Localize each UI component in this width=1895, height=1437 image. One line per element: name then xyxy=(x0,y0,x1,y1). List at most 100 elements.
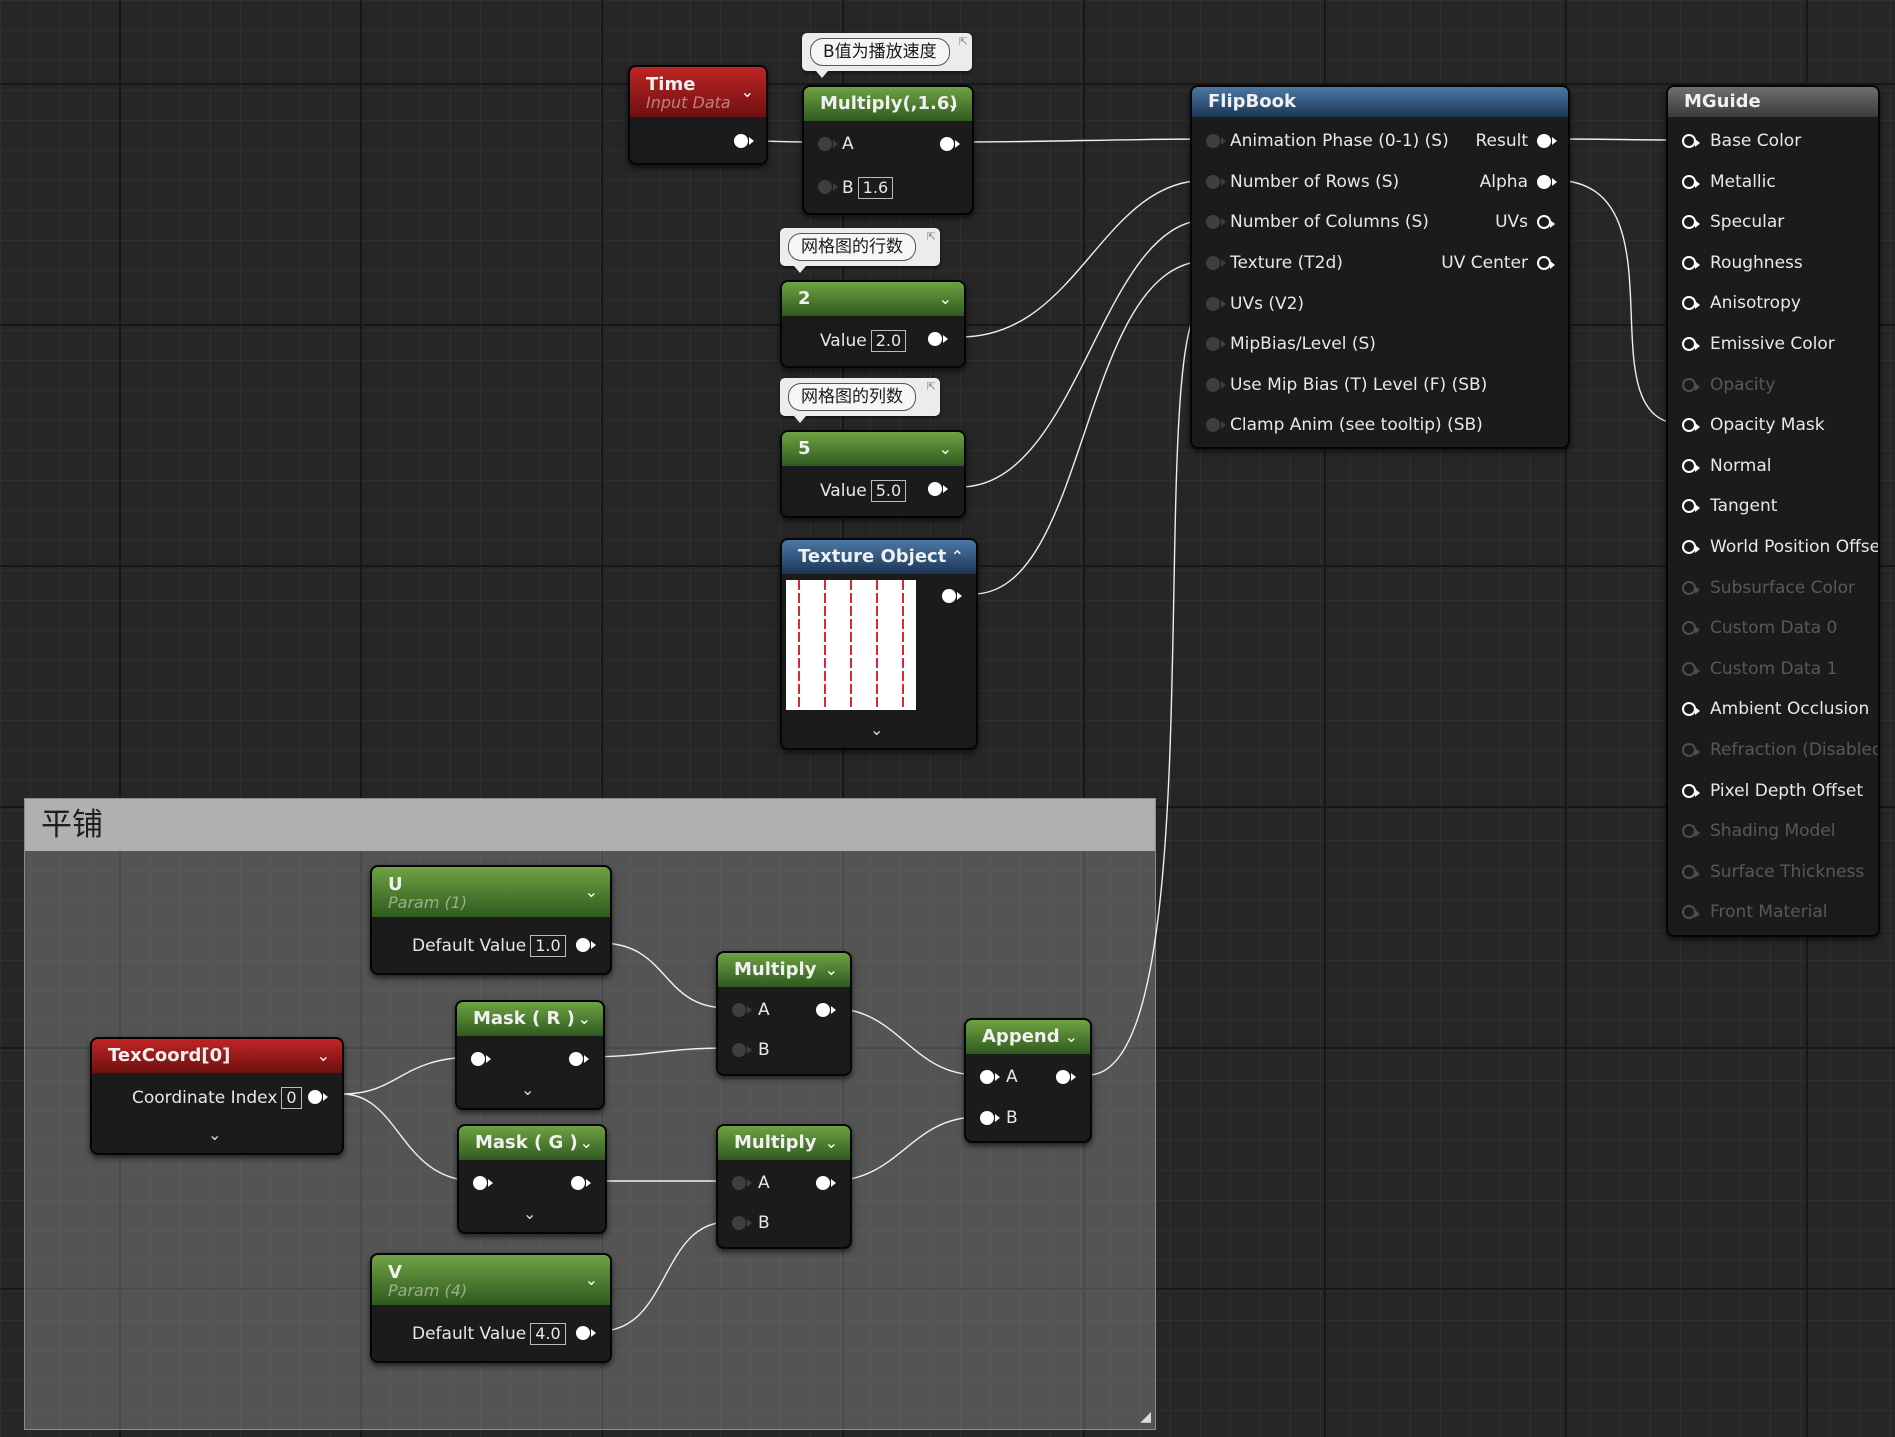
input-pin-usemipbias[interactable] xyxy=(1206,378,1226,392)
node-header[interactable]: Append ⌄ xyxy=(966,1020,1090,1054)
pin-icon[interactable]: ⇱ xyxy=(926,380,936,393)
node-header[interactable]: Multiply(,1.6) ⌄ xyxy=(804,87,972,121)
node-header[interactable]: FlipBook xyxy=(1192,87,1568,117)
output-pin-alpha[interactable] xyxy=(1537,175,1557,189)
material-input-pin[interactable] xyxy=(1682,864,1700,879)
output-pin[interactable] xyxy=(816,1176,836,1190)
node-mask-g[interactable]: Mask ( G ) ⌄ ⌄ xyxy=(457,1124,607,1234)
chevron-down-icon[interactable]: ⌄ xyxy=(316,1046,330,1065)
node-header[interactable]: Time Input Data ⌄ xyxy=(630,67,766,117)
node-flipbook[interactable]: FlipBook Animation Phase (0-1) (S) Numbe… xyxy=(1190,85,1570,449)
input-pin-uvs[interactable] xyxy=(1206,297,1226,311)
pin-icon[interactable]: ⇱ xyxy=(958,35,968,48)
input-pin-b[interactable] xyxy=(818,180,838,194)
chevron-down-icon[interactable]: ⌄ xyxy=(938,289,952,308)
material-input-pin[interactable] xyxy=(1682,824,1700,839)
material-input-pin[interactable] xyxy=(1682,174,1700,189)
output-pin[interactable] xyxy=(576,938,596,952)
input-pin-b[interactable] xyxy=(732,1216,752,1230)
chevron-down-icon[interactable]: ⌄ xyxy=(1064,1027,1078,1046)
resize-grip-icon[interactable]: ◢ xyxy=(1140,1409,1151,1425)
output-pin[interactable] xyxy=(308,1090,328,1104)
chevron-down-icon[interactable]: ⌄ xyxy=(523,1204,537,1223)
material-input-pin[interactable] xyxy=(1682,296,1700,311)
value-field[interactable]: 2.0 xyxy=(870,330,907,352)
index-field[interactable]: 0 xyxy=(281,1087,302,1109)
chevron-down-icon[interactable]: ⌄ xyxy=(579,1133,593,1152)
material-input-pin[interactable] xyxy=(1682,418,1700,433)
node-mask-r[interactable]: Mask ( R ) ⌄ ⌄ xyxy=(455,1000,605,1110)
output-pin-result[interactable] xyxy=(1537,134,1557,148)
input-pin-mipbias[interactable] xyxy=(1206,337,1226,351)
material-input-pin[interactable] xyxy=(1682,783,1700,798)
node-header[interactable]: V Param (4) ⌄ xyxy=(372,1255,610,1305)
value-field[interactable]: 4.0 xyxy=(530,1323,566,1345)
node-header[interactable]: Multiply ⌄ xyxy=(718,1126,850,1160)
input-pin-rows[interactable] xyxy=(1206,175,1226,189)
material-input-pin[interactable] xyxy=(1682,499,1700,514)
output-pin[interactable] xyxy=(571,1176,591,1190)
chevron-down-icon[interactable]: ⌄ xyxy=(824,960,838,979)
input-pin-a[interactable] xyxy=(980,1070,1000,1084)
chevron-down-icon[interactable]: ⌄ xyxy=(584,1270,598,1289)
input-pin-columns[interactable] xyxy=(1206,215,1226,229)
output-pin[interactable] xyxy=(1056,1070,1076,1084)
output-pin-uvcenter[interactable] xyxy=(1537,256,1555,270)
node-header[interactable]: Texture Object ⌃ xyxy=(782,540,976,574)
pin-icon[interactable]: ⇱ xyxy=(926,230,936,243)
material-input-pin[interactable] xyxy=(1682,580,1700,595)
output-pin[interactable] xyxy=(816,1003,836,1017)
node-texture-object[interactable]: Texture Object ⌃ ⌄ xyxy=(780,538,978,750)
comment-bubble-speed[interactable]: B值为播放速度 ⇱ xyxy=(802,33,972,78)
material-input-pin[interactable] xyxy=(1682,743,1700,757)
chevron-down-icon[interactable]: ⌄ xyxy=(946,94,960,113)
material-input-pin[interactable] xyxy=(1682,702,1700,717)
output-pin[interactable] xyxy=(928,482,948,496)
material-input-pin[interactable] xyxy=(1682,621,1700,636)
node-header[interactable]: 5 ⌄ xyxy=(782,432,964,466)
input-pin-texture[interactable] xyxy=(1206,256,1226,270)
node-header[interactable]: TexCoord[0] ⌄ xyxy=(92,1039,342,1073)
comment-bubble-cols[interactable]: 网格图的列数 ⇱ xyxy=(780,378,940,423)
input-pin-phase[interactable] xyxy=(1206,134,1226,148)
material-input-pin[interactable] xyxy=(1682,215,1700,230)
input-pin-b[interactable] xyxy=(980,1111,1000,1125)
material-input-pin[interactable] xyxy=(1682,661,1700,676)
chevron-down-icon[interactable]: ⌄ xyxy=(577,1009,591,1028)
input-pin-a[interactable] xyxy=(732,1003,752,1017)
chevron-down-icon[interactable]: ⌄ xyxy=(870,720,884,739)
input-pin[interactable] xyxy=(473,1176,493,1190)
node-append[interactable]: Append ⌄ A B xyxy=(964,1018,1092,1143)
output-pin[interactable] xyxy=(576,1326,596,1340)
chevron-down-icon[interactable]: ⌄ xyxy=(521,1080,535,1099)
node-header[interactable]: U Param (1) ⌄ xyxy=(372,867,610,917)
material-input-pin[interactable] xyxy=(1682,337,1700,351)
node-header[interactable]: 2 ⌄ xyxy=(782,282,964,316)
value-field[interactable]: 1.0 xyxy=(530,935,566,957)
input-pin-a[interactable] xyxy=(818,137,838,151)
input-pin-a[interactable] xyxy=(732,1176,752,1190)
material-input-pin[interactable] xyxy=(1682,377,1700,392)
chevron-down-icon[interactable]: ⌄ xyxy=(824,1133,838,1152)
value-field[interactable]: 5.0 xyxy=(870,480,907,502)
output-pin[interactable] xyxy=(942,589,962,603)
value-field-b[interactable]: 1.6 xyxy=(857,177,894,199)
node-header[interactable]: Mask ( G ) ⌄ xyxy=(459,1126,605,1160)
node-time[interactable]: Time Input Data ⌄ xyxy=(628,65,768,165)
input-pin[interactable] xyxy=(471,1052,491,1066)
node-header[interactable]: Multiply ⌄ xyxy=(718,953,850,987)
material-input-pin[interactable] xyxy=(1682,905,1700,920)
node-multiply-1[interactable]: Multiply ⌄ A B xyxy=(716,951,852,1076)
output-pin[interactable] xyxy=(734,134,754,148)
output-pin[interactable] xyxy=(569,1052,589,1066)
chevron-up-icon[interactable]: ⌃ xyxy=(950,547,964,566)
chevron-down-icon[interactable]: ⌄ xyxy=(938,439,952,458)
material-input-pin[interactable] xyxy=(1682,540,1700,554)
chevron-down-icon[interactable]: ⌄ xyxy=(208,1125,222,1144)
